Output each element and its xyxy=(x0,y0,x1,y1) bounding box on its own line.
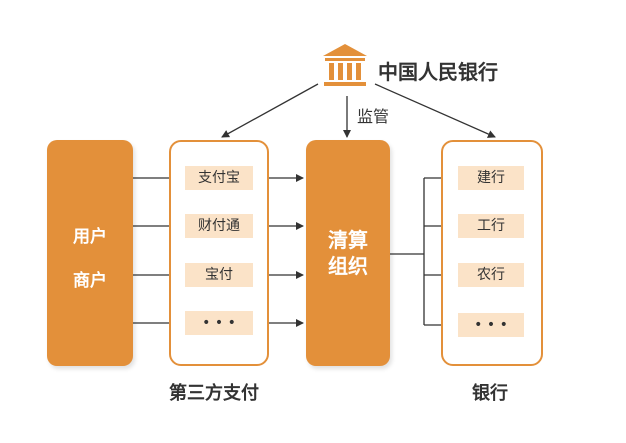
users-merchants-box xyxy=(47,140,133,366)
arrow-pboc-to-third-party xyxy=(221,83,319,138)
supervise-label: 监管 xyxy=(357,107,390,126)
third-party-caption: 第三方支付 xyxy=(169,383,259,404)
third-party-item-baofoo: 宝付 xyxy=(185,263,253,287)
bank-item-ccb: 建行 xyxy=(458,166,524,190)
clearing-label-line2: 组织 xyxy=(328,254,368,278)
bank-item-abc: 农行 xyxy=(458,263,524,287)
merchants-label: 商户 xyxy=(73,271,107,291)
bank-item-icbc: 工行 xyxy=(458,214,524,238)
banks-caption: 银行 xyxy=(472,383,508,404)
bank-building-icon xyxy=(320,42,370,90)
third-party-item-alipay: 支付宝 xyxy=(185,166,253,190)
bank-item-more: • • • xyxy=(458,313,524,337)
third-party-item-tenpay: 财付通 xyxy=(185,214,253,238)
arrow-pboc-to-banks xyxy=(374,83,496,138)
clearing-organization-box xyxy=(306,140,390,366)
users-label: 用户 xyxy=(73,227,107,247)
clearing-label-line1: 清算 xyxy=(328,228,368,252)
third-party-item-more: • • • xyxy=(185,311,253,335)
regulator-label: 中国人民银行 xyxy=(378,60,498,84)
